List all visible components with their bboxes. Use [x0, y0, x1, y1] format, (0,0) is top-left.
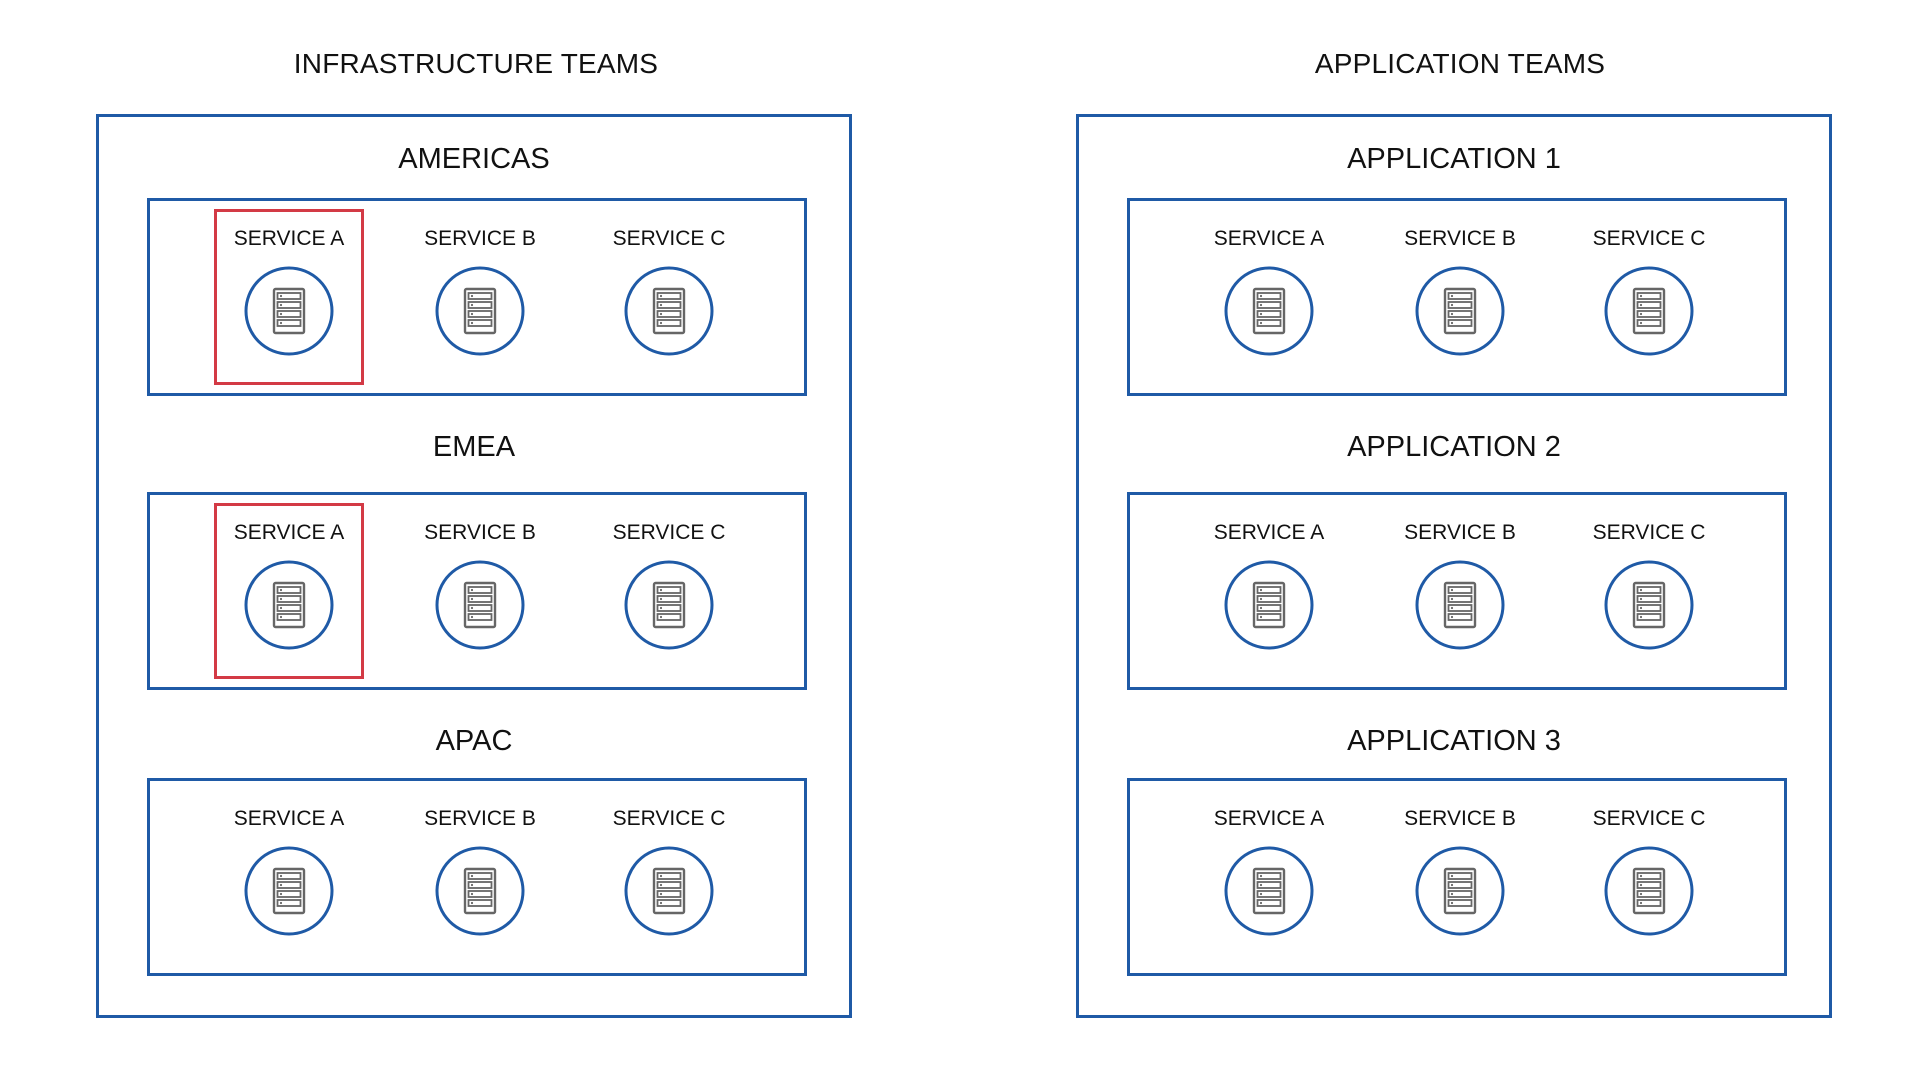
service-label: SERVICE B	[424, 521, 536, 544]
group-title-apac: APAC	[435, 725, 513, 757]
service-a-application-1[interactable]: SERVICE A	[1194, 209, 1344, 385]
server-icon	[243, 559, 335, 651]
group-application-2: SERVICE A SERVICE B SERVICE C	[1127, 492, 1787, 690]
server-icon	[1223, 265, 1315, 357]
server-icon	[623, 845, 715, 937]
service-b-americas[interactable]: SERVICE B	[405, 209, 555, 385]
server-icon	[243, 845, 335, 937]
service-c-application-3[interactable]: SERVICE C	[1574, 789, 1724, 965]
service-label: SERVICE C	[612, 807, 726, 830]
server-icon	[434, 845, 526, 937]
group-emea: SERVICE A SERVICE B SERVICE C	[147, 492, 807, 690]
server-icon	[1223, 845, 1315, 937]
server-icon	[1603, 559, 1695, 651]
service-a-apac[interactable]: SERVICE A	[214, 789, 364, 965]
group-title-emea: EMEA	[432, 431, 516, 463]
server-icon	[1603, 265, 1695, 357]
service-label: SERVICE B	[424, 227, 536, 250]
server-icon	[434, 559, 526, 651]
service-label: SERVICE A	[233, 521, 345, 544]
server-icon	[434, 265, 526, 357]
application-teams-panel: APPLICATION 1 SERVICE A SERVICE B SERVIC…	[1076, 114, 1832, 1018]
service-b-emea[interactable]: SERVICE B	[405, 503, 555, 679]
service-c-application-2[interactable]: SERVICE C	[1574, 503, 1724, 679]
service-label: SERVICE C	[612, 521, 726, 544]
group-title-application-1: APPLICATION 1	[1347, 143, 1561, 175]
service-b-application-1[interactable]: SERVICE B	[1385, 209, 1535, 385]
service-label: SERVICE B	[1404, 227, 1516, 250]
server-icon	[1603, 845, 1695, 937]
service-c-application-1[interactable]: SERVICE C	[1574, 209, 1724, 385]
service-label: SERVICE A	[233, 807, 345, 830]
service-label: SERVICE C	[1592, 807, 1706, 830]
service-c-emea[interactable]: SERVICE C	[594, 503, 744, 679]
group-application-3: SERVICE A SERVICE B SERVICE C	[1127, 778, 1787, 976]
group-title-application-3: APPLICATION 3	[1347, 725, 1561, 757]
group-apac: SERVICE A SERVICE B SERVICE C	[147, 778, 807, 976]
service-c-americas[interactable]: SERVICE C	[594, 209, 744, 385]
application-teams-title: APPLICATION TEAMS	[1314, 48, 1606, 79]
server-icon	[1414, 559, 1506, 651]
service-a-emea[interactable]: SERVICE A	[214, 503, 364, 679]
service-b-application-3[interactable]: SERVICE B	[1385, 789, 1535, 965]
group-americas: SERVICE A SERVICE B SERVICE C	[147, 198, 807, 396]
service-label: SERVICE C	[612, 227, 726, 250]
server-icon	[623, 265, 715, 357]
service-label: SERVICE B	[424, 807, 536, 830]
server-icon	[1414, 265, 1506, 357]
infrastructure-teams-title: INFRASTRUCTURE TEAMS	[293, 48, 659, 79]
server-icon	[243, 265, 335, 357]
service-label: SERVICE A	[1213, 227, 1325, 250]
group-title-americas: AMERICAS	[398, 143, 550, 175]
group-title-application-2: APPLICATION 2	[1347, 431, 1561, 463]
group-application-1: SERVICE A SERVICE B SERVICE C	[1127, 198, 1787, 396]
service-a-application-2[interactable]: SERVICE A	[1194, 503, 1344, 679]
service-label: SERVICE A	[1213, 807, 1325, 830]
service-label: SERVICE B	[1404, 521, 1516, 544]
server-icon	[623, 559, 715, 651]
service-a-application-3[interactable]: SERVICE A	[1194, 789, 1344, 965]
infrastructure-teams-panel: AMERICAS SERVICE A SERVICE B SERVICE C	[96, 114, 852, 1018]
service-b-apac[interactable]: SERVICE B	[405, 789, 555, 965]
service-c-apac[interactable]: SERVICE C	[594, 789, 744, 965]
server-icon	[1414, 845, 1506, 937]
service-label: SERVICE C	[1592, 521, 1706, 544]
service-label: SERVICE C	[1592, 227, 1706, 250]
service-label: SERVICE A	[1213, 521, 1325, 544]
service-b-application-2[interactable]: SERVICE B	[1385, 503, 1535, 679]
service-label: SERVICE A	[233, 227, 345, 250]
service-label: SERVICE B	[1404, 807, 1516, 830]
server-icon	[1223, 559, 1315, 651]
service-a-americas[interactable]: SERVICE A	[214, 209, 364, 385]
